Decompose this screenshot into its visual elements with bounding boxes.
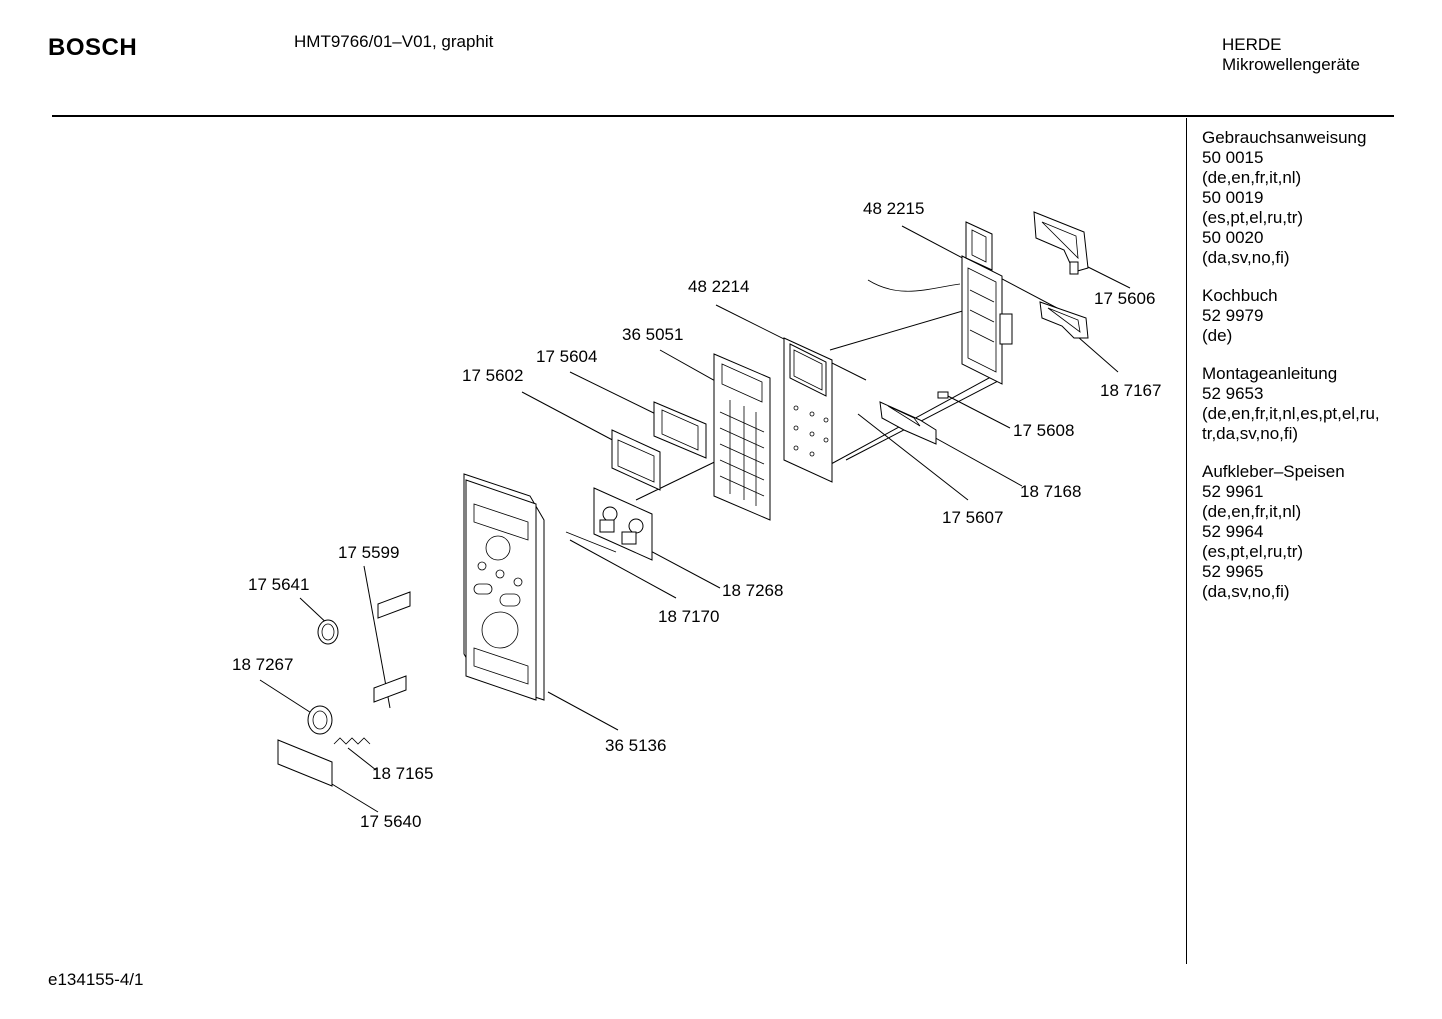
label-365136: 36 5136 — [605, 736, 666, 755]
label-365051: 36 5051 — [622, 325, 683, 344]
small-brackets — [879, 391, 949, 445]
label-175641: 17 5641 — [248, 575, 309, 594]
document-line: (de,en,fr,it,nl) — [1202, 168, 1302, 187]
document-line: (es,pt,el,ru,tr) — [1202, 542, 1304, 561]
document-line: 50 0019 — [1202, 188, 1264, 207]
sidebar-divider — [1186, 118, 1187, 964]
bracket-right — [1039, 301, 1089, 339]
label-175599: 17 5599 — [338, 543, 399, 562]
document-line: 52 9965 — [1202, 562, 1264, 581]
label-187167: 18 7167 — [1100, 381, 1161, 400]
model-title: HMT9766/01–V01, graphit — [294, 32, 494, 51]
document-line: 52 9979 — [1202, 306, 1264, 325]
control-board — [783, 337, 833, 483]
label-187168: 18 7168 — [1020, 482, 1081, 501]
circuit-board-main — [867, 221, 1013, 385]
document-line: tr,da,sv,no,fi) — [1202, 424, 1299, 443]
document-code: e134155-4/1 — [48, 970, 144, 989]
document-line: 52 9961 — [1202, 482, 1264, 501]
label-175606: 17 5606 — [1094, 289, 1155, 308]
document-line: Aufkleber–Speisen — [1202, 462, 1345, 481]
document-line: (es,pt,el,ru,tr) — [1202, 208, 1304, 227]
display-holder — [653, 401, 707, 459]
label-187267: 18 7267 — [232, 655, 293, 674]
label-175640: 17 5640 — [360, 812, 421, 831]
label-482214: 48 2214 — [688, 277, 749, 296]
knobs-and-shafts — [277, 591, 411, 787]
document-line: (da,sv,no,fi) — [1202, 582, 1290, 601]
display-window — [611, 429, 661, 491]
exploded-parts-diagram: 48 2215 48 2214 36 5051 17 5604 17 5602 … — [232, 199, 1161, 831]
category: HERDE Mikrowellengeräte — [1222, 35, 1360, 75]
label-187165: 18 7165 — [372, 764, 433, 783]
document-line: (de,en,fr,it,nl,es,pt,el,ru, — [1202, 404, 1380, 423]
label-482215: 48 2215 — [863, 199, 924, 218]
document-line: (da,sv,no,fi) — [1202, 248, 1290, 267]
document-line: Montageanleitung — [1202, 364, 1338, 383]
label-175604: 17 5604 — [536, 347, 597, 366]
document-line: 52 9653 — [1202, 384, 1264, 403]
category-line2: Mikrowellengeräte — [1222, 55, 1360, 74]
bracket-top-right — [1033, 211, 1089, 275]
keypad-frame — [713, 353, 771, 521]
header-divider — [52, 115, 1394, 117]
switch-module — [565, 487, 653, 561]
document-line: (de,en,fr,it,nl) — [1202, 502, 1302, 521]
document-line: Kochbuch — [1202, 286, 1278, 305]
label-187268: 18 7268 — [722, 581, 783, 600]
front-fascia — [463, 473, 545, 701]
document-line: 52 9964 — [1202, 522, 1264, 541]
label-187170: 18 7170 — [658, 607, 719, 626]
document-line: 50 0020 — [1202, 228, 1264, 247]
label-175607: 17 5607 — [942, 508, 1003, 527]
label-175602: 17 5602 — [462, 366, 523, 385]
document-line: Gebrauchsanweisung — [1202, 128, 1367, 147]
category-line1: HERDE — [1222, 35, 1282, 54]
document-line: 50 0015 — [1202, 148, 1264, 167]
label-175608: 17 5608 — [1013, 421, 1074, 440]
brand-logo: BOSCH — [48, 34, 138, 61]
document-line: (de) — [1202, 326, 1233, 345]
